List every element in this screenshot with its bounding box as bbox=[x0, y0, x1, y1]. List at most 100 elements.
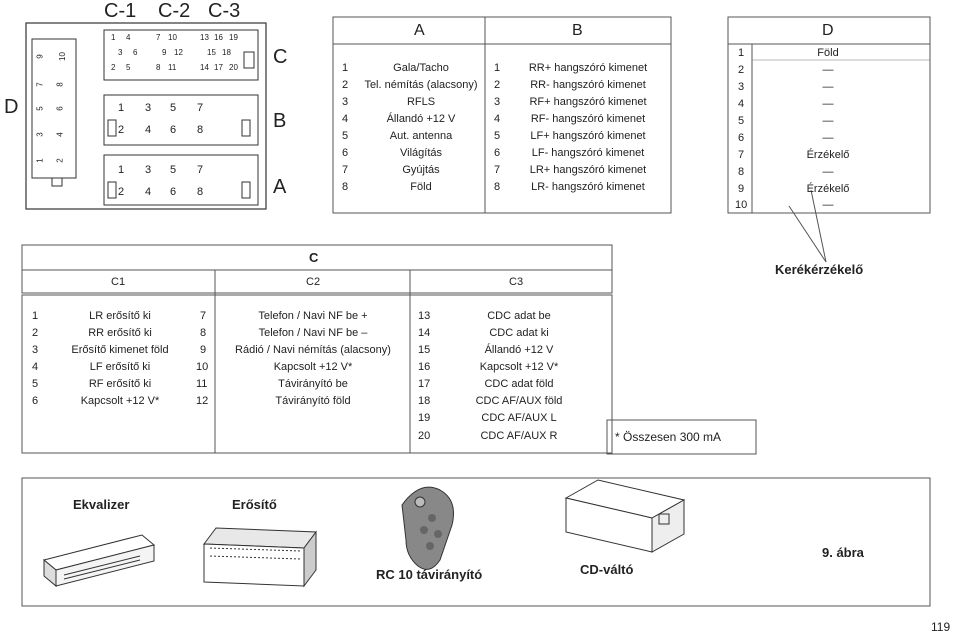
c3-num: 13 bbox=[418, 310, 431, 322]
table-a-label: Aut. antenna bbox=[389, 130, 453, 142]
table-a-num: 8 bbox=[342, 181, 349, 193]
table-b-label: RF- hangszóró kimenet bbox=[530, 113, 646, 125]
b-pin: 8 bbox=[197, 124, 204, 136]
c3-num: 15 bbox=[418, 344, 431, 356]
c2-num: 11 bbox=[196, 378, 208, 390]
a-pin: 3 bbox=[145, 164, 152, 176]
wheel-sensor-label: Kerékérzékelő bbox=[775, 262, 864, 277]
c2-label: C-2 bbox=[158, 0, 191, 22]
c3-num: 16 bbox=[418, 361, 431, 373]
c2-num: 12 bbox=[196, 395, 209, 407]
table-a-num: 4 bbox=[342, 113, 349, 125]
a-pin: 1 bbox=[118, 164, 125, 176]
c1-label: Kapcsolt +12 V* bbox=[80, 395, 160, 407]
c3-label: CDC AF/AUX R bbox=[480, 430, 558, 442]
d-pin: 7 bbox=[35, 82, 45, 87]
table-b-num: 5 bbox=[494, 130, 501, 142]
c1-num: 3 bbox=[32, 344, 39, 356]
c3-num: 20 bbox=[418, 430, 431, 442]
c1-label: Erősítő kimenet föld bbox=[71, 344, 169, 356]
table-a-num: 5 bbox=[342, 130, 349, 142]
c1-num: 1 bbox=[32, 310, 39, 322]
table-d-num: 9 bbox=[738, 183, 745, 195]
table-a-num: 1 bbox=[342, 62, 349, 74]
table-d-num: 5 bbox=[738, 115, 745, 127]
c3-label: CDC AF/AUX L bbox=[481, 412, 557, 424]
table-d-num: 3 bbox=[738, 81, 745, 93]
c3-label: CDC adat be bbox=[487, 310, 551, 322]
remote-drawing bbox=[401, 486, 454, 570]
table-a-label: Gala/Tacho bbox=[393, 62, 449, 74]
c2-num: 10 bbox=[196, 361, 209, 373]
c-pin: 5 bbox=[126, 63, 131, 72]
c-pin: 3 bbox=[118, 48, 123, 57]
table-d-label: — bbox=[822, 64, 834, 76]
d-pin: 6 bbox=[55, 106, 65, 111]
table-d-num: 2 bbox=[738, 64, 745, 76]
page-number: 119 bbox=[931, 620, 951, 634]
d-pin: 1 bbox=[35, 158, 45, 163]
side-label-a: A bbox=[273, 176, 287, 198]
c1-label: RR erősítő ki bbox=[88, 327, 152, 339]
b-pin: 2 bbox=[118, 124, 125, 136]
c3-label: CDC AF/AUX föld bbox=[475, 395, 563, 407]
current-note: * Összesen 300 mA bbox=[615, 430, 722, 444]
table-a-num: 6 bbox=[342, 147, 349, 159]
table-b-num: 1 bbox=[494, 62, 501, 74]
figure-label: 9. ábra bbox=[822, 545, 864, 560]
equalizer-label: Ekvalizer bbox=[73, 497, 130, 512]
table-a-num: 2 bbox=[342, 79, 349, 91]
c-pin: 20 bbox=[229, 63, 238, 72]
table-d-label: Föld bbox=[817, 47, 839, 59]
c2-num: 8 bbox=[200, 327, 207, 339]
c2-label: Telefon / Navi NF be – bbox=[258, 327, 368, 339]
c-pin: 10 bbox=[168, 33, 177, 42]
c-pin: 16 bbox=[214, 33, 223, 42]
table-b-num: 3 bbox=[494, 96, 501, 108]
a-pin: 2 bbox=[118, 186, 125, 198]
table-a-label: Állandó +12 V bbox=[386, 113, 456, 125]
table-d-num: 8 bbox=[738, 166, 745, 178]
d-pin: 8 bbox=[55, 82, 65, 87]
b-pin: 4 bbox=[145, 124, 152, 136]
c-pin: 7 bbox=[156, 33, 161, 42]
c1-label: LR erősítő ki bbox=[89, 310, 151, 322]
table-b-num: 7 bbox=[494, 164, 501, 176]
table-a-label: RFLS bbox=[406, 96, 436, 108]
c-pin: 14 bbox=[200, 63, 209, 72]
table-b-label: RR- hangszóró kimenet bbox=[530, 79, 646, 91]
table-a-label: Gyújtás bbox=[402, 164, 440, 176]
table-d-label: — bbox=[822, 81, 834, 93]
equalizer-drawing bbox=[42, 534, 156, 588]
table-d-num: 6 bbox=[738, 132, 745, 144]
c-pin: 4 bbox=[126, 33, 131, 42]
c1-label: RF erősítő ki bbox=[88, 378, 152, 390]
a-pin: 5 bbox=[170, 164, 177, 176]
table-c-header: C bbox=[309, 250, 319, 265]
c3-num: 19 bbox=[418, 412, 431, 424]
a-pin: 6 bbox=[170, 186, 177, 198]
c-pin: 9 bbox=[162, 48, 167, 57]
remote-label: RC 10 távirányító bbox=[376, 567, 483, 582]
table-b-label: LR- hangszóró kimenet bbox=[531, 181, 645, 193]
amplifier-drawing bbox=[203, 527, 317, 588]
d-pin: 3 bbox=[35, 132, 45, 137]
side-label-b: B bbox=[273, 110, 287, 132]
table-b-header: B bbox=[572, 22, 583, 39]
c2-num: 7 bbox=[200, 310, 207, 322]
table-a-label: Tel. némítás (alacsony) bbox=[364, 79, 478, 91]
c2-label: Kapcsolt +12 V* bbox=[273, 361, 353, 373]
table-d-label: — bbox=[822, 166, 834, 178]
c-pin: 15 bbox=[207, 48, 216, 57]
c3-num: 18 bbox=[418, 395, 431, 407]
c3-num: 14 bbox=[418, 327, 431, 339]
c-pin: 11 bbox=[168, 63, 177, 72]
table-b-num: 6 bbox=[494, 147, 501, 159]
table-a-num: 7 bbox=[342, 164, 349, 176]
table-d-label: — bbox=[822, 132, 834, 144]
c3-num: 17 bbox=[418, 378, 431, 390]
c2-label: Távirányító föld bbox=[275, 395, 351, 407]
d-pin: 4 bbox=[55, 132, 65, 137]
table-a-num: 3 bbox=[342, 96, 349, 108]
